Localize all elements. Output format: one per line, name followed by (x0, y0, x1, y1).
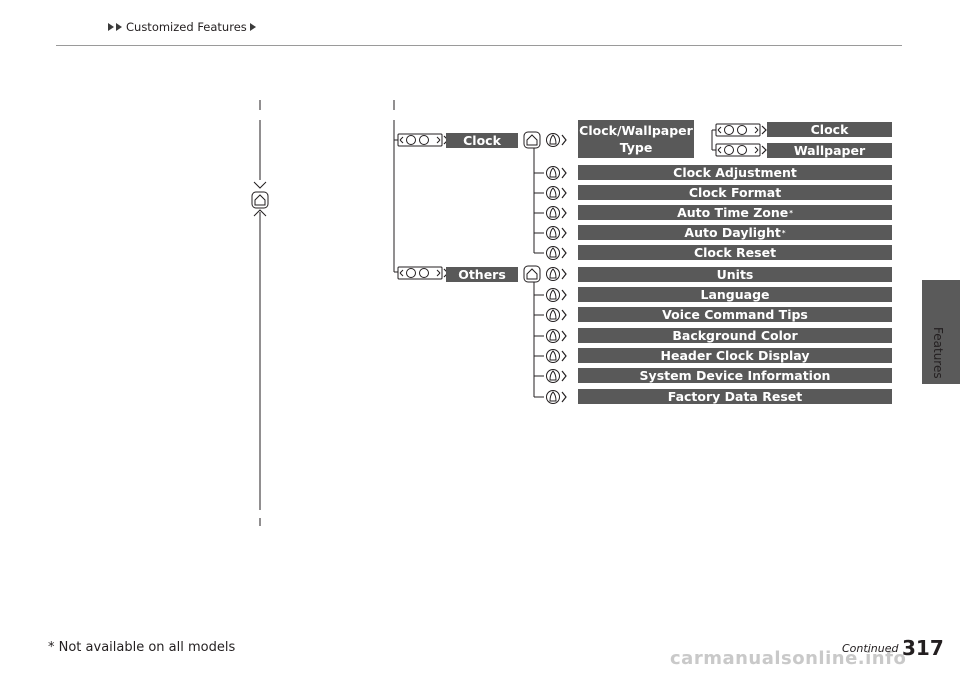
option-clock: Clock (767, 122, 892, 137)
auto-time-zone-label: Auto Time Zone (677, 205, 789, 220)
clock-wallpaper-type-line1: Clock/Wallpaper (579, 123, 693, 138)
menu-clock-adjustment: Clock Adjustment (578, 165, 892, 180)
menu-header-clock-display: Header Clock Display (578, 348, 892, 363)
footnote: * Not available on all models (48, 640, 236, 655)
breadcrumb: Customized Features (108, 18, 258, 36)
watermark: carmanualsonline.info (670, 648, 907, 669)
menu-others: Others (446, 267, 518, 282)
breadcrumb-arrow-icon (116, 23, 122, 31)
menu-clock-wallpaper-type: Clock/Wallpaper Type (578, 120, 694, 158)
menu-voice-command-tips: Voice Command Tips (578, 307, 892, 322)
menu-auto-daylight: Auto Daylight* (578, 225, 892, 240)
breadcrumb-arrow-icon (108, 23, 114, 31)
menu-clock: Clock (446, 133, 518, 148)
header-rule (56, 45, 902, 46)
menu-language: Language (578, 287, 892, 302)
menu-units: Units (578, 267, 892, 282)
menu-system-device-information: System Device Information (578, 368, 892, 383)
menu-clock-format: Clock Format (578, 185, 892, 200)
option-wallpaper: Wallpaper (767, 143, 892, 158)
menu-factory-data-reset: Factory Data Reset (578, 389, 892, 404)
menu-clock-reset: Clock Reset (578, 245, 892, 260)
continued-label: Continued (842, 642, 899, 655)
menu-auto-time-zone: Auto Time Zone* (578, 205, 892, 220)
auto-daylight-label: Auto Daylight (684, 225, 781, 240)
breadcrumb-arrow-icon (249, 23, 256, 31)
page-number: 317 (902, 636, 944, 660)
breadcrumb-text: Customized Features (126, 20, 247, 34)
side-tab (922, 280, 960, 384)
menu-background-color: Background Color (578, 328, 892, 343)
clock-wallpaper-type-line2: Type (619, 140, 653, 155)
